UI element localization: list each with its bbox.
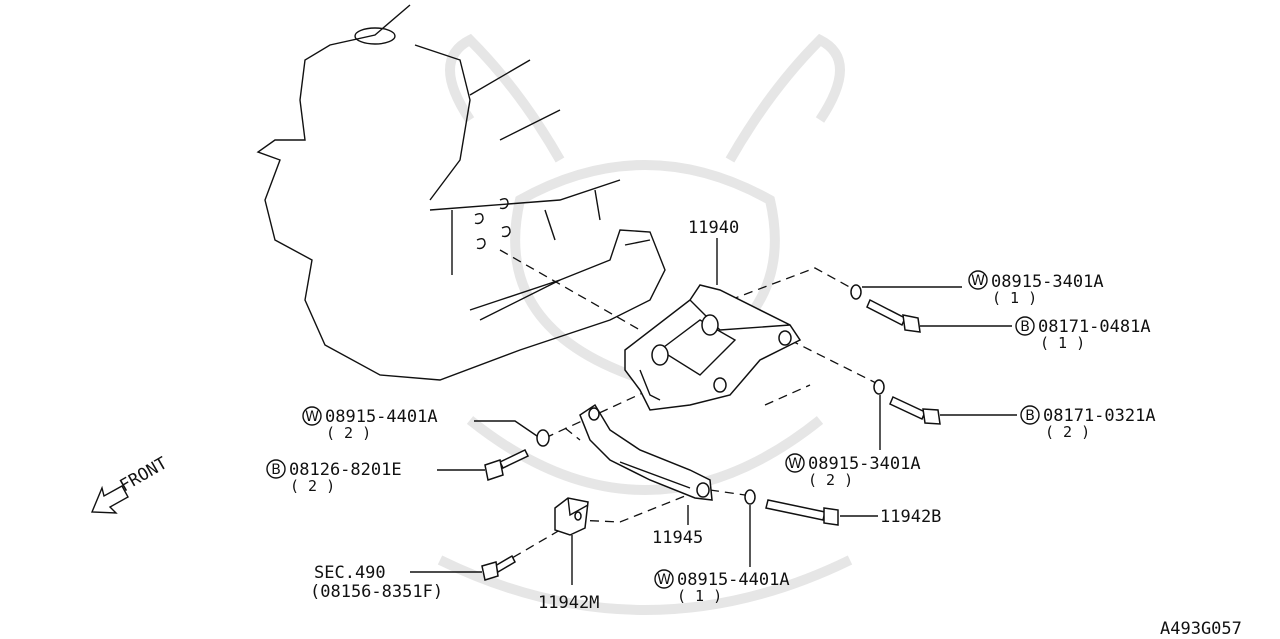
bolt-mid-qty: ( 2 ) (1045, 423, 1090, 441)
washer-symbol-icon (654, 569, 674, 589)
washer-low-drawing (744, 489, 756, 505)
sec-ref-code: (08156-8351F) (310, 582, 443, 602)
washer-upper-drawing (850, 284, 862, 300)
washer-symbol-icon (785, 453, 805, 473)
drawing-id: A493G057 (1160, 619, 1242, 639)
engine-block (256, 4, 666, 381)
front-arrow (90, 485, 129, 514)
washer-low-qty: ( 1 ) (677, 587, 722, 605)
washer-mid-code: 08915-3401A (808, 454, 921, 474)
bolt-upper-code: 08171-0481A (1038, 317, 1151, 337)
bolt-left-prefix: B (271, 462, 281, 478)
bolt-left-qty: ( 2 ) (290, 477, 335, 495)
washer-left-qty: ( 2 ) (326, 424, 371, 442)
washer-upper-code: 08915-3401A (991, 272, 1104, 292)
bolt-left-code: 08126-8201E (289, 460, 402, 480)
bolt-left-drawing (498, 449, 530, 469)
bolt-mid-prefix: B (1025, 408, 1035, 424)
fasteners (481, 284, 941, 581)
bolt-mid-drawing (889, 395, 926, 421)
bracket-11945-drawing (579, 403, 713, 501)
part-label-11940: 11940 (688, 218, 739, 238)
bolt-symbol-icon (266, 459, 286, 479)
bolt-symbol-icon (1015, 316, 1035, 336)
washer-mid-qty: ( 2 ) (808, 471, 853, 489)
washer-left-prefix: W (305, 409, 319, 425)
part-label-11945: 11945 (652, 528, 703, 548)
washer-low-prefix: W (657, 572, 671, 588)
washer-upper-qty: ( 1 ) (992, 289, 1037, 307)
washer-upper-prefix: W (971, 273, 985, 289)
washer-symbol-icon (302, 406, 322, 426)
bolt-upper-prefix: B (1020, 319, 1030, 335)
bolt-upper-drawing (866, 298, 906, 327)
sec-ref-label: SEC.490 (314, 563, 386, 583)
assembly-dashed-lines (499, 249, 881, 566)
bolt-mid-code: 08171-0321A (1043, 406, 1156, 426)
washer-low-code: 08915-4401A (677, 570, 790, 590)
washer-left-drawing (536, 429, 550, 447)
bracket-11940-drawing (624, 284, 802, 411)
leader-lines (410, 238, 1017, 585)
spacer-11942m-drawing (554, 497, 589, 536)
bolt-11942b-drawing (765, 499, 826, 521)
part-label-11942b: 11942B (880, 507, 941, 527)
front-label: FRONT (117, 453, 171, 496)
washer-mid-prefix: W (788, 456, 802, 472)
washer-symbol-icon (968, 270, 988, 290)
washer-mid-drawing (873, 379, 885, 395)
washer-left-code: 08915-4401A (325, 407, 438, 427)
part-label-11942m: 11942M (538, 593, 599, 613)
bolt-symbol-icon (1020, 405, 1040, 425)
bolt-sec490-drawing (494, 554, 516, 574)
bolt-upper-qty: ( 1 ) (1040, 334, 1085, 352)
